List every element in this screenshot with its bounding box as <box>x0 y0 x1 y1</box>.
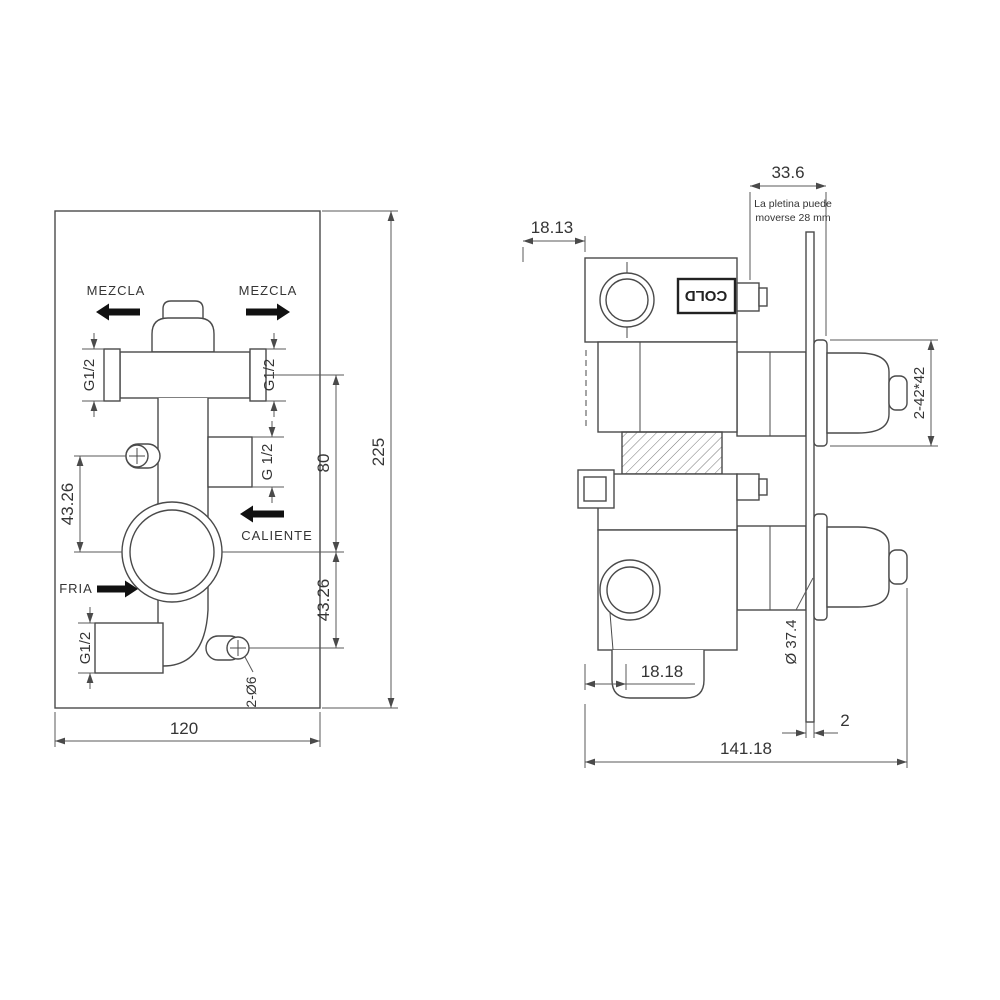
arrow-right-icon <box>97 580 138 598</box>
arrow-right-icon <box>246 303 290 321</box>
cold-label-box <box>676 277 737 315</box>
dim-port-span: 80 <box>314 454 333 473</box>
thermostat-inner-circle <box>129 509 215 595</box>
handle-base-bottom <box>736 525 807 611</box>
dim-offset-lower: 43.26 <box>314 579 333 622</box>
valve-body-front <box>94 300 267 674</box>
port-mid-right <box>207 436 253 488</box>
side-view: COLD 18.13 33.6 La pl <box>522 163 938 768</box>
top-cap <box>151 317 215 353</box>
flange-bottom <box>813 513 828 621</box>
dim-handle-square: 2-42*42 <box>911 367 928 420</box>
label-mezcla-right: MEZCLA <box>239 283 298 298</box>
handle-top-body <box>826 352 890 434</box>
connector-mid-cap <box>758 478 768 496</box>
lever-line <box>609 612 614 651</box>
connector-top-cap <box>758 287 768 307</box>
flange-top <box>813 339 828 447</box>
arrow-left-icon <box>240 505 284 523</box>
handle-base-top <box>736 351 807 437</box>
knob-bottom <box>888 549 908 585</box>
valve-circle-top-inner <box>605 278 649 322</box>
label-fria: FRIA <box>59 581 93 596</box>
top-crossbar <box>119 351 251 399</box>
label-g12-top-left: G1/2 <box>81 359 98 392</box>
connector-top <box>736 282 760 312</box>
wall-plate <box>805 231 815 723</box>
flow-arrows: MEZCLA MEZCLA CALIENTE FRIA <box>59 283 313 598</box>
dim-knob-diameter: Ø 37.4 <box>783 619 800 664</box>
valve-circle-bottom-inner <box>606 566 654 614</box>
dim-plate-travel: 33.6 <box>771 163 804 182</box>
tube-right-edge <box>162 398 209 667</box>
label-cold: COLD <box>685 287 728 304</box>
dim-plate-height: 225 <box>369 438 388 466</box>
note-line1: La pletina puede <box>754 198 832 210</box>
mounting-plate-outline <box>54 210 321 709</box>
handle-bottom-body <box>826 526 890 608</box>
handle-bottom <box>813 513 908 621</box>
front-view: MEZCLA MEZCLA CALIENTE FRIA G1/2 G1/2 G … <box>54 210 398 747</box>
note-line2: moverse 28 mm <box>755 212 831 224</box>
connector-mid <box>736 473 760 501</box>
dim-mounting-holes: 2-Ø6 <box>243 676 259 707</box>
dim-plate-thickness: 2 <box>840 711 849 730</box>
body-lower-mid-block <box>597 473 738 531</box>
left-bracket-inner <box>583 476 607 502</box>
dim-inlet-offset: 18.13 <box>531 218 574 237</box>
valve-body-side: COLD <box>577 257 768 699</box>
port-top-left <box>103 348 121 402</box>
dim-body-offset: 18.18 <box>641 662 684 681</box>
body-mid-block <box>597 341 738 433</box>
port-callouts: G1/2 G1/2 G 1/2 G1/2 <box>77 333 286 689</box>
port-bottom-left <box>94 622 164 674</box>
arrow-left-icon <box>96 303 140 321</box>
dim-offset-upper: 43.26 <box>58 483 77 526</box>
handle-top <box>813 339 908 447</box>
dim-total-depth: 141.18 <box>720 739 772 758</box>
label-g12-mid-right: G 1/2 <box>259 444 276 481</box>
dim-plate-width: 120 <box>170 719 198 738</box>
side-dimensions: 18.13 33.6 La pletina puede moverse 28 m… <box>522 163 938 768</box>
valve-circle-bottom <box>599 559 661 621</box>
label-caliente: CALIENTE <box>241 528 313 543</box>
thermostat-housing-circle <box>121 501 223 603</box>
top-cap-inner <box>162 300 204 318</box>
valve-circle-top <box>599 272 655 328</box>
label-g12-bottom-left: G1/2 <box>77 632 94 665</box>
label-mezcla-left: MEZCLA <box>87 283 146 298</box>
front-dimensions: 43.26 80 43.26 225 120 2-Ø6 <box>54 210 398 747</box>
section-hatch <box>621 431 723 475</box>
knob-top <box>888 375 908 411</box>
